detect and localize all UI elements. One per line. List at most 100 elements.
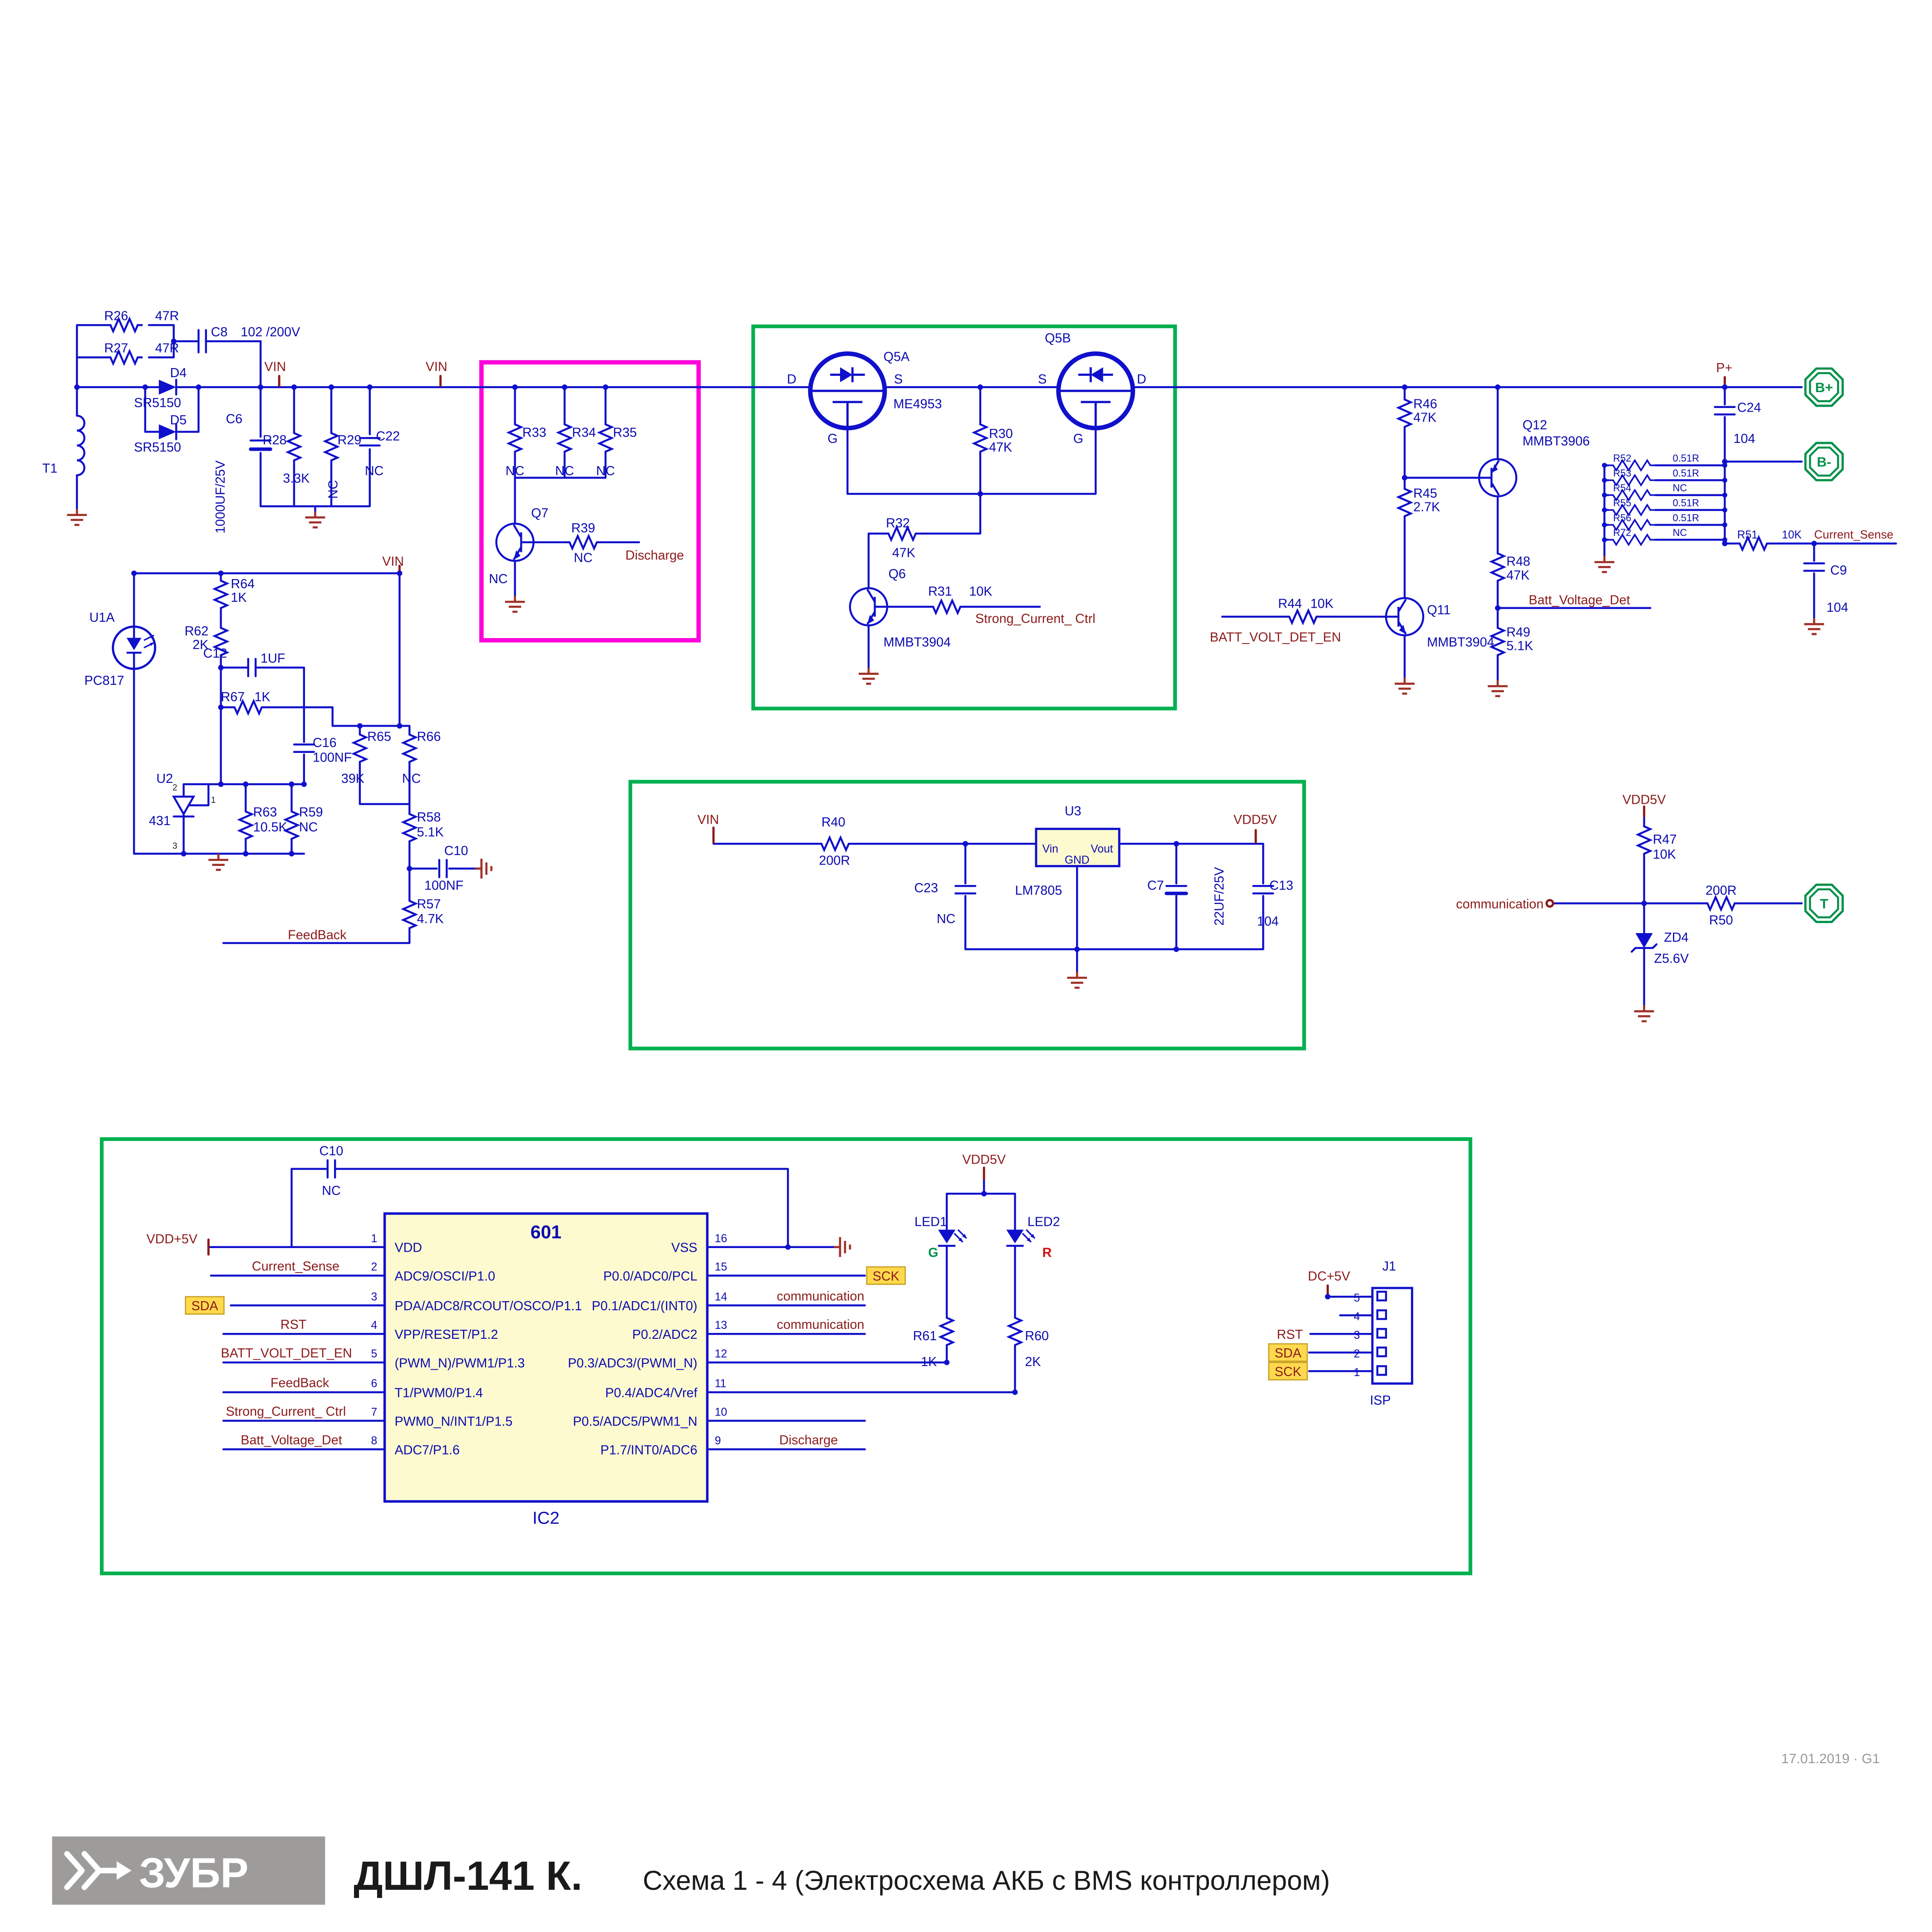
- schematic-label: 4.7K: [417, 912, 444, 926]
- logo-text: ЗУБР: [139, 1849, 248, 1897]
- schematic-label: 1: [211, 796, 216, 805]
- schematic-label: C24: [1737, 401, 1761, 415]
- ground-icon: [305, 511, 325, 527]
- schematic-label: R63: [253, 805, 277, 820]
- schematic-label: R60: [1025, 1329, 1049, 1343]
- schematic-label: NC: [574, 551, 592, 565]
- schematic-label: P0.4/ADC4/Vref: [605, 1386, 698, 1401]
- schematic-label: R45: [1413, 486, 1437, 501]
- schematic-label: 10K: [1782, 529, 1802, 541]
- schematic-label: ZD4: [1664, 930, 1688, 945]
- schematic-label: VSS: [671, 1241, 697, 1255]
- schematic-label: T: [1820, 896, 1829, 911]
- schematic-label: 4: [1354, 1311, 1360, 1323]
- schematic-label: NC: [322, 1184, 340, 1198]
- schematic-label: VDD5V: [962, 1153, 1006, 1167]
- resistor-icon: [1009, 1313, 1021, 1350]
- schematic-label: Current_Sense: [252, 1259, 339, 1274]
- communication-pin-icon: [1545, 899, 1554, 908]
- schematic-label: 8: [371, 1435, 377, 1447]
- schematic-label: communication: [1456, 897, 1544, 911]
- schematic-label: NC: [596, 464, 615, 478]
- schematic-label: NC: [555, 464, 574, 478]
- schematic-label: R47: [1653, 832, 1677, 847]
- schematic-label: ADC9/OSCI/P1.0: [394, 1269, 495, 1284]
- schematic-label: Discharge: [625, 548, 684, 563]
- resistor-icon: [403, 896, 416, 933]
- highlight-box-regulator: [628, 780, 1306, 1051]
- schematic-label: R53: [1613, 467, 1631, 479]
- schematic-label: SDA: [1274, 1346, 1302, 1361]
- schematic-label: 1: [371, 1233, 377, 1245]
- transformer-coil-icon: [76, 414, 86, 477]
- schematic-label: R33: [522, 425, 546, 440]
- ground-icon: [1067, 972, 1087, 988]
- schematic-label: 15: [715, 1261, 727, 1273]
- schematic-label: R32: [886, 516, 910, 531]
- resistor-icon: [215, 576, 227, 613]
- schematic-label: VDD5V: [1622, 793, 1667, 807]
- schematic-label: PC817: [84, 673, 124, 688]
- schematic-label: 5: [1354, 1292, 1360, 1304]
- resistor-icon: [354, 730, 366, 767]
- schematic-label: VDD+5V: [147, 1232, 198, 1247]
- schematic-label: SCK: [873, 1269, 900, 1284]
- schematic-label: C10: [320, 1144, 344, 1158]
- schematic-label: R61: [913, 1329, 937, 1343]
- schematic-label: C8: [211, 325, 228, 339]
- regulator-u3-body: [1035, 827, 1121, 867]
- schematic-label: B+: [1815, 380, 1833, 395]
- schematic-label: VIN: [426, 359, 447, 374]
- schematic-label: 100NF: [313, 751, 352, 765]
- doc-subtitle: Схема 1 - 4 (Электросхема АКБ с BMS конт…: [643, 1865, 1330, 1896]
- schematic-label: SDA: [192, 1299, 219, 1313]
- ground-icon: [834, 1237, 850, 1257]
- schematic-label: NC: [937, 912, 955, 926]
- schematic-label: R67: [221, 690, 245, 704]
- schematic-label: VIN: [382, 555, 404, 569]
- schematic-label: SCK: [1274, 1365, 1301, 1379]
- resistor-icon: [325, 428, 337, 465]
- schematic-label: 47R: [155, 309, 179, 323]
- ground-icon: [208, 854, 228, 870]
- schematic-label: 47K: [892, 546, 915, 560]
- schematic-label: VDD5V: [1234, 812, 1278, 827]
- schematic-label: S: [894, 372, 903, 387]
- schematic-label: 10.5K: [253, 820, 287, 835]
- schematic-label: VIN: [264, 359, 286, 374]
- ground-icon: [505, 595, 525, 612]
- schematic-label: NC: [1673, 482, 1687, 494]
- schematic-label: 39K: [341, 772, 364, 786]
- schematic-label: Strong_Current_ Ctrl: [226, 1405, 346, 1419]
- schematic-label: GND: [1065, 854, 1090, 866]
- ground-icon: [1594, 556, 1614, 572]
- resistor-icon: [1491, 548, 1504, 585]
- ground-icon: [1488, 680, 1508, 696]
- schematic-label: C6: [226, 412, 243, 426]
- schematic-label: P0.1/ADC1/(INT0): [592, 1299, 698, 1313]
- schematic-label: ADC7/P1.6: [394, 1443, 460, 1457]
- schematic-label: MMBT3906: [1523, 434, 1590, 449]
- schematic-label: 3.3K: [283, 472, 310, 486]
- polarized-cap-plate: [249, 447, 1188, 895]
- schematic-label: VIN: [698, 812, 719, 827]
- schematic-label: BATT_VOLT_DET_EN: [221, 1346, 352, 1361]
- schematic-label: 0.51R: [1673, 467, 1699, 479]
- ground-icon: [1634, 1005, 1654, 1022]
- schematic-label: SR5150: [134, 396, 181, 410]
- schematic-label: MMBT3904: [884, 635, 951, 649]
- schematic-label: P0.5/ADC5/PWM1_N: [573, 1414, 697, 1429]
- schematic-label: R31: [928, 584, 952, 599]
- schematic-label: Discharge: [779, 1433, 838, 1447]
- schematic-label: 0.51R: [1673, 497, 1699, 509]
- schematic-label: 1: [1354, 1367, 1360, 1379]
- schematic-label: communication: [777, 1317, 865, 1332]
- schematic-label: U2: [156, 772, 173, 786]
- schematic-label: ME4953: [894, 397, 942, 412]
- resistor-icon: [403, 730, 416, 767]
- schematic-label: R49: [1506, 625, 1530, 640]
- schematic-label: 10K: [1310, 597, 1333, 611]
- schematic-label: Batt_Voltage_Det: [241, 1433, 342, 1447]
